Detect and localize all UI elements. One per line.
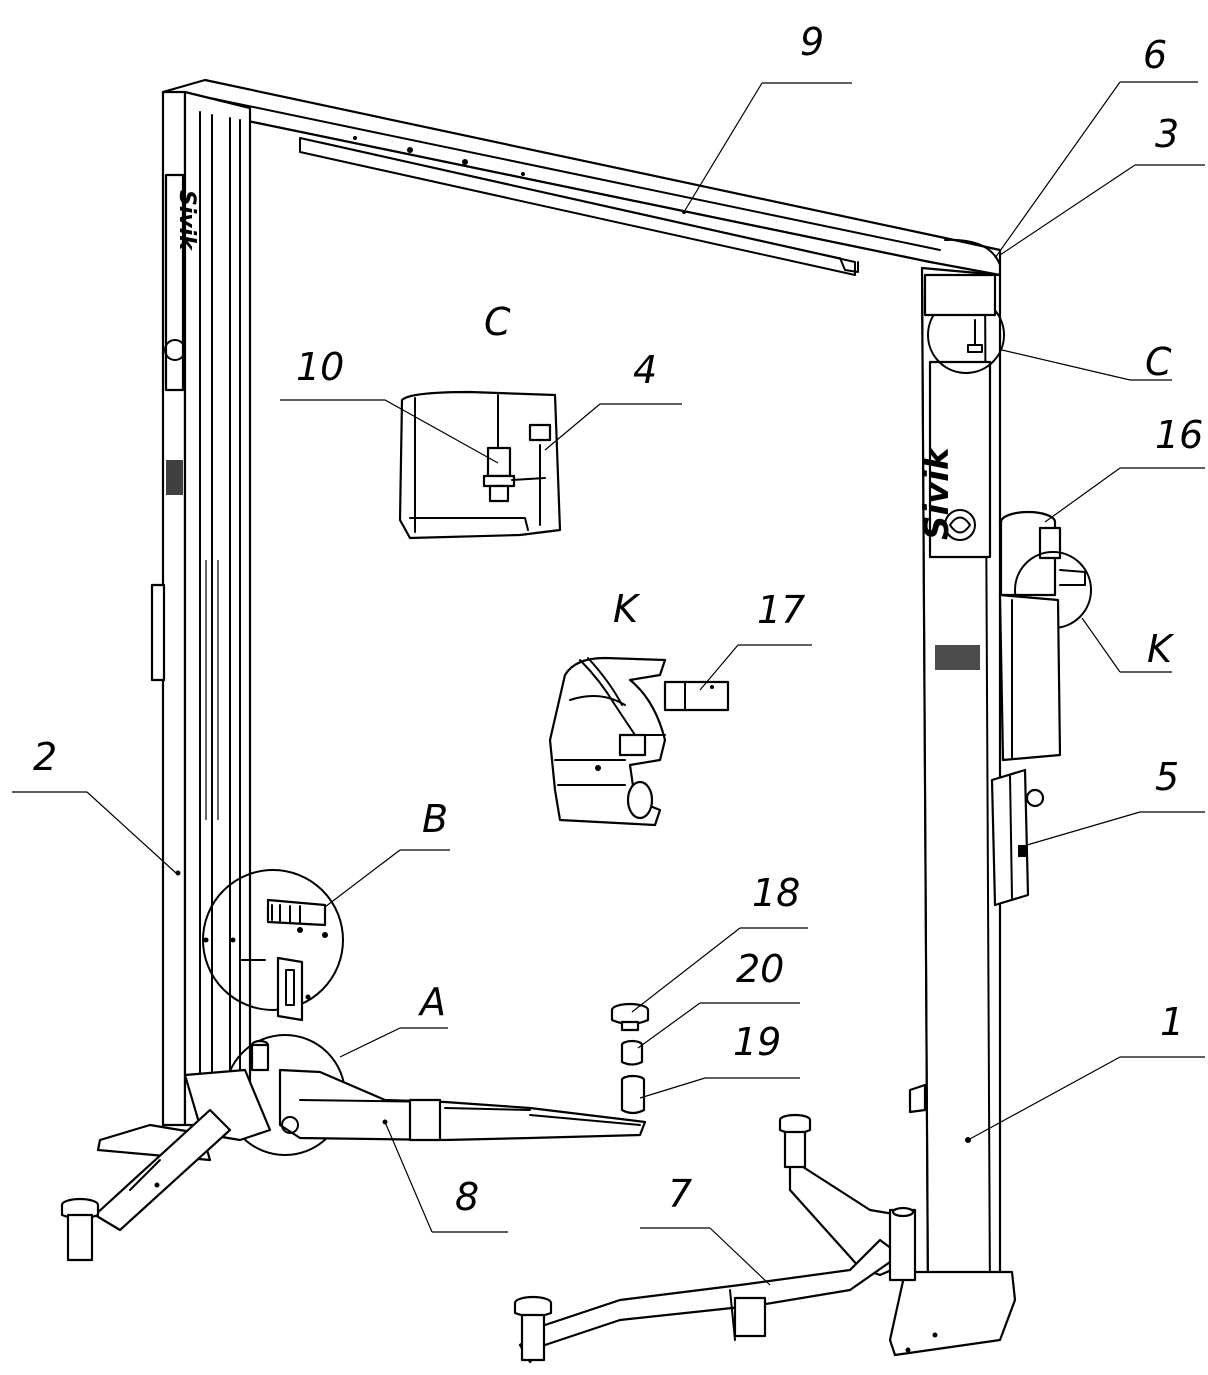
callout-1: 1 xyxy=(1160,1000,1184,1044)
detail-circle-c xyxy=(923,273,1005,374)
left-column-logo: Sivik xyxy=(174,190,199,251)
callout-k-view: K xyxy=(613,587,641,631)
callout-k-ref: K xyxy=(1147,627,1175,671)
callout-a: A xyxy=(417,980,446,1024)
detail-view-c xyxy=(398,390,562,540)
callout-c-ref: C xyxy=(1145,340,1172,384)
callout-10: 10 xyxy=(296,345,344,389)
callout-c-view: C xyxy=(484,300,511,344)
right-arm xyxy=(513,1113,917,1364)
callout-3: 3 xyxy=(1155,112,1179,156)
callout-b: B xyxy=(422,797,448,841)
callout-17: 17 xyxy=(757,588,805,632)
callout-labels: 9 6 3 C 10 4 C 16 K K 17 2 5 B 18 20 A 1… xyxy=(33,20,1203,1219)
leader-lines xyxy=(12,81,1205,1286)
callout-19: 19 xyxy=(733,1020,781,1064)
callout-16: 16 xyxy=(1155,413,1203,457)
control-box xyxy=(990,768,1045,907)
callout-4: 4 xyxy=(633,348,657,392)
callout-5: 5 xyxy=(1155,755,1179,799)
callout-7: 7 xyxy=(668,1172,692,1216)
left-arms xyxy=(60,1039,647,1262)
callout-18: 18 xyxy=(752,871,800,915)
callout-2: 2 xyxy=(33,735,57,779)
callout-8: 8 xyxy=(455,1175,479,1219)
detail-circle-b xyxy=(202,869,344,1022)
callout-9: 9 xyxy=(800,20,824,64)
right-column: Sivik xyxy=(888,266,1017,1357)
detail-view-k xyxy=(548,656,730,827)
callout-6: 6 xyxy=(1143,33,1167,77)
pump-unit xyxy=(998,510,1092,762)
overhead-beam xyxy=(161,78,1002,277)
left-column: Sivik xyxy=(150,90,252,1127)
callout-20: 20 xyxy=(736,947,784,991)
